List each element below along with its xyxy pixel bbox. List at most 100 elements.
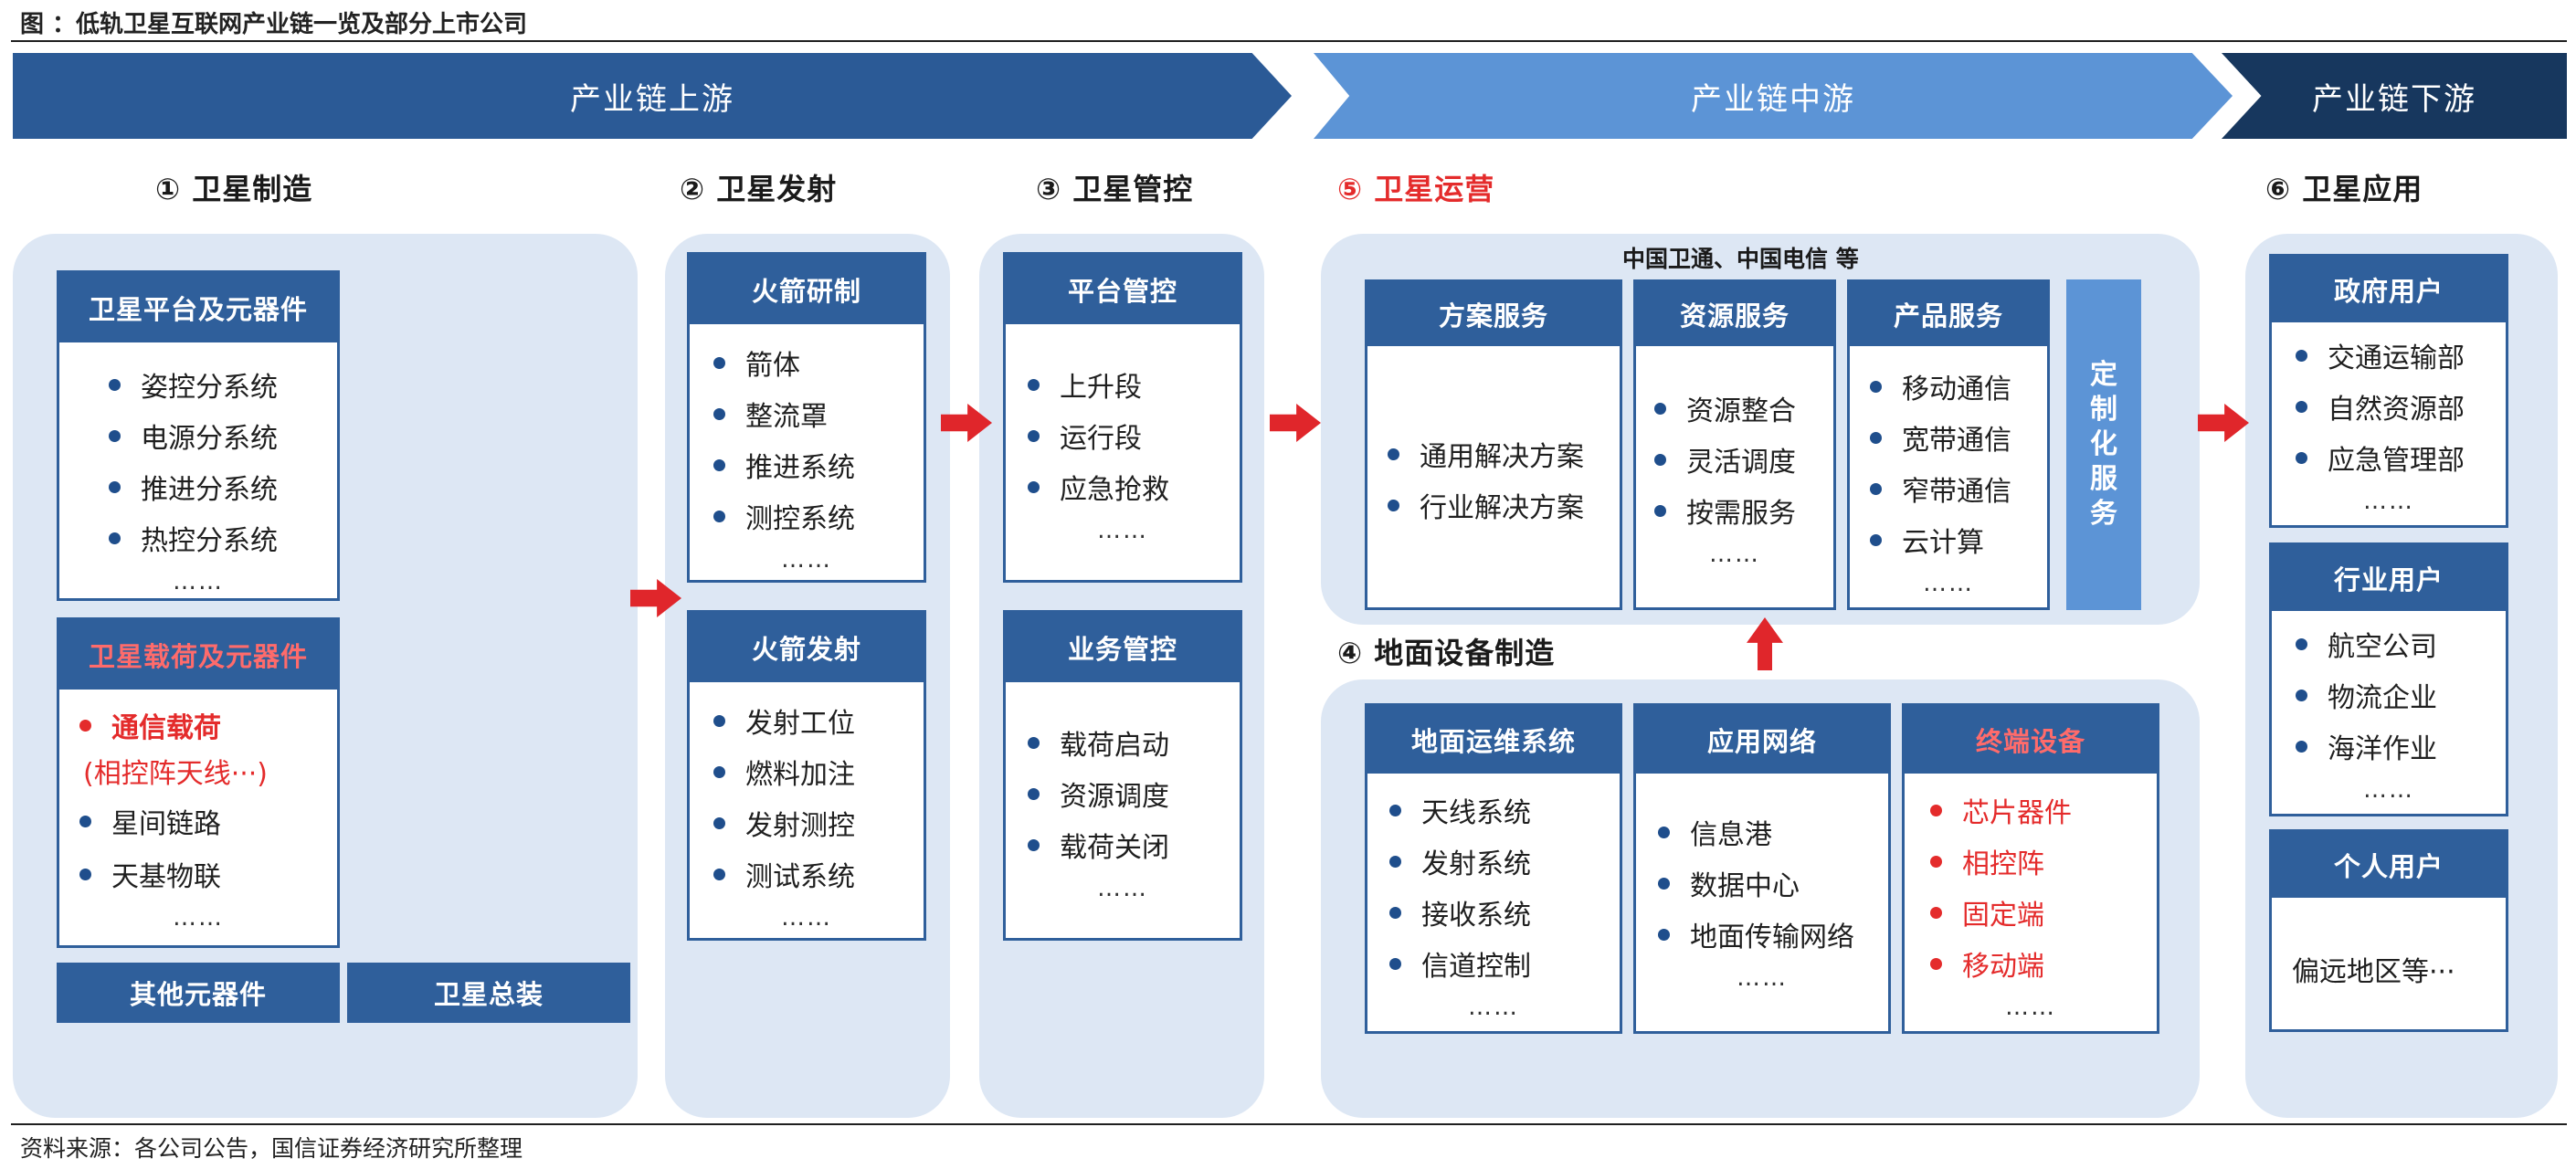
card-platform-control: 平台管控 上升段 运行段 应急抢救 …… bbox=[1003, 252, 1242, 583]
operators-note: 中国卫通、中国电信 等 bbox=[1622, 246, 1859, 272]
bullet-icon bbox=[713, 816, 725, 829]
bullet-icon bbox=[713, 510, 725, 522]
card-title: 地面运维系统 bbox=[1367, 706, 1620, 774]
list-item: 交通运输部 bbox=[2296, 330, 2506, 381]
list-item: 固定端 bbox=[1930, 887, 2157, 938]
section-control: ③ 卫星管控 bbox=[1036, 172, 1194, 206]
ellipsis: …… bbox=[1097, 517, 1148, 544]
section-ground-equipment: ④ 地面设备制造 bbox=[1337, 636, 1556, 670]
bullet-icon bbox=[1870, 431, 1882, 444]
box-custom-service: 定 制 化 服 务 bbox=[2066, 279, 2141, 610]
figure-title: 图 ：低轨卫星互联网产业链一览及部分上市公司 bbox=[20, 11, 528, 38]
list-item: 电源分系统 bbox=[109, 410, 337, 461]
card-solution-service: 方案服务 通用解决方案 行业解决方案 bbox=[1365, 279, 1622, 610]
list-item: 物流企业 bbox=[2296, 669, 2506, 721]
list-item: 宽带通信 bbox=[1870, 412, 2047, 463]
custom-char: 服 bbox=[2090, 463, 2117, 495]
card-title: 应用网络 bbox=[1636, 706, 1888, 774]
bullet-icon bbox=[1930, 957, 1942, 970]
card-rocket-rd: 火箭研制 箭体 整流罩 推进系统 测控系统 …… bbox=[687, 252, 926, 583]
card-industry-users: 行业用户 航空公司 物流企业 海洋作业 …… bbox=[2269, 542, 2508, 816]
bullet-icon bbox=[1028, 787, 1040, 800]
bullet-icon bbox=[1389, 957, 1401, 970]
list-item: 发射测控 bbox=[713, 797, 924, 848]
card-title: 方案服务 bbox=[1367, 282, 1620, 346]
ellipsis: …… bbox=[781, 904, 832, 932]
list-item: 相控阵 bbox=[1930, 836, 2157, 887]
list-item: 测控系统 bbox=[713, 490, 924, 542]
bullet-icon bbox=[1870, 380, 1882, 393]
card-ground-ops: 地面运维系统 天线系统 发射系统 接收系统 信道控制 …… bbox=[1365, 703, 1622, 1034]
bullet-icon bbox=[713, 714, 725, 727]
card-personal-users: 个人用户 偏远地区等··· bbox=[2269, 829, 2508, 1032]
list-item: 推进系统 bbox=[713, 439, 924, 490]
bullet-icon bbox=[1654, 504, 1666, 517]
list-item-highlight: 通信载荷 bbox=[79, 702, 337, 748]
bullet-icon bbox=[2296, 349, 2307, 362]
list-item: 移动端 bbox=[1930, 938, 2157, 989]
list-item: 载荷启动 bbox=[1028, 717, 1240, 768]
card-satellite-payload: 卫星载荷及元器件 通信载荷 (相控阵天线···) 星间链路 天基物联 …… bbox=[57, 617, 340, 948]
list-item: 燃料加注 bbox=[713, 746, 924, 797]
bullet-icon bbox=[1654, 402, 1666, 415]
ellipsis: …… bbox=[2363, 488, 2414, 515]
list-item: 信息港 bbox=[1658, 806, 1888, 858]
ellipsis: …… bbox=[1709, 541, 1760, 568]
card-product-service: 产品服务 移动通信 宽带通信 窄带通信 云计算 …… bbox=[1847, 279, 2050, 610]
bullet-icon bbox=[1930, 804, 1942, 816]
list-item: 应急管理部 bbox=[2296, 432, 2506, 483]
ellipsis: …… bbox=[173, 904, 224, 932]
top-rule bbox=[11, 40, 2567, 42]
list-item: 地面传输网络 bbox=[1658, 909, 1888, 960]
arrow-right-icon bbox=[2198, 404, 2249, 442]
box-satellite-assembly: 卫星总装 bbox=[347, 963, 630, 1023]
section-manufacturing: ① 卫星制造 bbox=[155, 172, 313, 206]
bullet-icon bbox=[1658, 877, 1670, 890]
bullet-icon bbox=[713, 356, 725, 369]
personal-users-text: 偏远地区等··· bbox=[2292, 956, 2455, 988]
arrow-up-icon bbox=[1747, 617, 1783, 670]
list-item: 通用解决方案 bbox=[1388, 428, 1620, 479]
list-item: 运行段 bbox=[1028, 410, 1240, 461]
ellipsis: …… bbox=[1468, 994, 1519, 1021]
bullet-icon bbox=[2296, 740, 2307, 753]
bullet-icon bbox=[1388, 499, 1399, 511]
bullet-icon bbox=[1658, 826, 1670, 838]
banner-upstream: 产业链上游 bbox=[13, 53, 1292, 139]
bullet-icon bbox=[713, 407, 725, 420]
custom-char: 务 bbox=[2090, 498, 2117, 530]
bullet-icon bbox=[1930, 855, 1942, 868]
card-title: 业务管控 bbox=[1006, 613, 1240, 682]
bottom-rule bbox=[11, 1123, 2567, 1125]
list-item: 星间链路 bbox=[79, 794, 337, 848]
bullet-icon bbox=[1028, 736, 1040, 749]
bullet-icon bbox=[109, 378, 121, 391]
ellipsis: …… bbox=[173, 568, 224, 595]
list-item: 整流罩 bbox=[713, 388, 924, 439]
bullet-icon bbox=[79, 815, 91, 827]
list-item: 行业解决方案 bbox=[1388, 479, 1620, 531]
list-item: 灵活调度 bbox=[1654, 434, 1833, 485]
bullet-icon bbox=[2296, 689, 2307, 701]
list-item: 应急抢救 bbox=[1028, 461, 1240, 512]
list-item: 姿控分系统 bbox=[109, 359, 337, 410]
card-title: 终端设备 bbox=[1905, 706, 2157, 774]
bullet-icon bbox=[109, 532, 121, 544]
bullet-icon bbox=[1658, 928, 1670, 941]
bullet-icon bbox=[1028, 480, 1040, 493]
bullet-icon bbox=[1930, 906, 1942, 919]
card-business-control: 业务管控 载荷启动 资源调度 载荷关闭 …… bbox=[1003, 610, 1242, 941]
card-application-network: 应用网络 信息港 数据中心 地面传输网络 …… bbox=[1633, 703, 1891, 1034]
list-item: 测试系统 bbox=[713, 848, 924, 900]
card-title: 政府用户 bbox=[2272, 257, 2506, 322]
list-item: 上升段 bbox=[1028, 359, 1240, 410]
list-item: 按需服务 bbox=[1654, 485, 1833, 536]
bullet-icon bbox=[2296, 400, 2307, 413]
list-item: 云计算 bbox=[1870, 514, 2047, 565]
card-government-users: 政府用户 交通运输部 自然资源部 应急管理部 …… bbox=[2269, 254, 2508, 528]
bullet-icon bbox=[1028, 429, 1040, 442]
bullet-icon bbox=[713, 458, 725, 471]
bullet-icon bbox=[79, 719, 91, 732]
bullet-icon bbox=[109, 429, 121, 442]
list-item: 数据中心 bbox=[1658, 858, 1888, 909]
